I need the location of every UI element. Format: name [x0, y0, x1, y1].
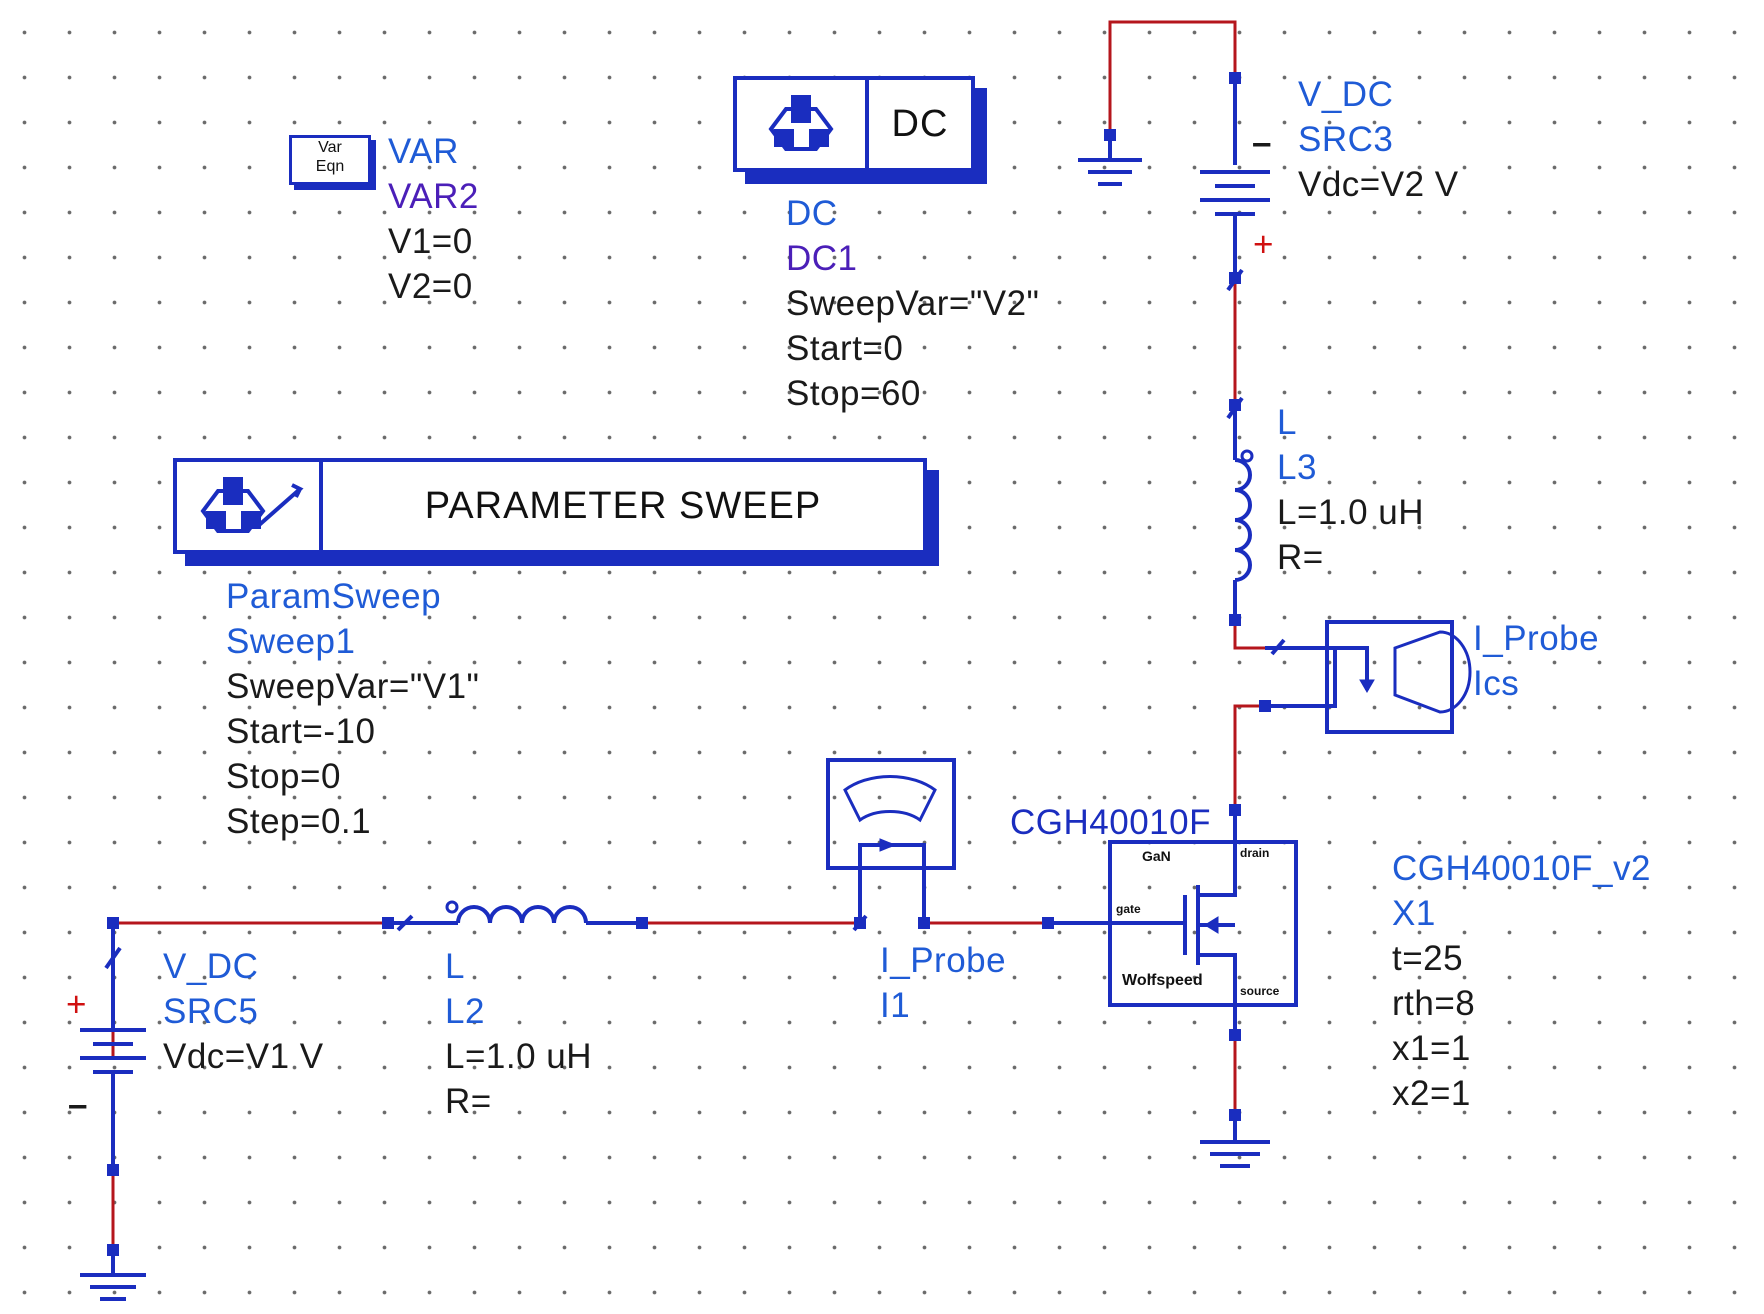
l2-param: R= [445, 1082, 492, 1121]
pins [107, 72, 1271, 1256]
ground-symbol-right [1200, 1115, 1270, 1168]
dc-param: SweepVar="V2" [786, 284, 1040, 323]
src5-minus-sign: – [68, 1085, 88, 1124]
l2-type-label: L [445, 947, 465, 986]
transistor-source-label: source [1240, 984, 1280, 998]
src3-minus-sign: – [1252, 123, 1272, 162]
src5-type-label: V_DC [163, 947, 259, 986]
transistor-param: rth=8 [1392, 984, 1476, 1023]
dc-simulation-icon [737, 80, 869, 168]
var-icon-label: Var [318, 139, 342, 156]
ground-symbol-top [1078, 135, 1142, 186]
i1-name-label: I1 [880, 986, 911, 1025]
l3-type-label: L [1277, 403, 1297, 442]
sweep-type-label: ParamSweep [226, 577, 442, 616]
transistor-gan-label: GaN [1142, 848, 1171, 864]
i1-type-label: I_Probe [880, 941, 1007, 980]
parameter-sweep-block[interactable]: PARAMETER SWEEP [173, 458, 927, 554]
l3-name-label: L3 [1277, 448, 1317, 487]
sweep-name-label: Sweep1 [226, 622, 356, 661]
sweep-param: Stop=0 [226, 757, 341, 796]
dc-name-label: DC1 [786, 239, 858, 278]
var-param: V1=0 [388, 222, 473, 261]
ground-symbol-left [80, 1250, 146, 1301]
var-type-label: VAR [388, 132, 459, 171]
src3-plus-sign: + [1253, 225, 1274, 264]
sweep-param: Start=-10 [226, 712, 376, 751]
src5-plus-sign: + [66, 985, 87, 1024]
l3-inductor-symbol [1226, 396, 1254, 620]
var-eqn-icon[interactable]: Var Eqn [289, 135, 371, 185]
wire-l3-to-ics [1233, 620, 1265, 650]
src3-name-label: SRC3 [1298, 120, 1394, 159]
ics-name-label: Ics [1473, 664, 1520, 703]
transistor-param: x1=1 [1392, 1029, 1471, 1068]
transistor-symbol [1048, 810, 1298, 1035]
var-name-label: VAR2 [388, 177, 479, 216]
transistor-param: x2=1 [1392, 1074, 1471, 1113]
sweep-param: SweepVar="V1" [226, 667, 480, 706]
ics-type-label: I_Probe [1473, 619, 1600, 658]
src3-type-label: V_DC [1298, 75, 1394, 114]
var-param: V2=0 [388, 267, 473, 306]
l3-param: L=1.0 uH [1277, 493, 1425, 532]
transistor-gate-label: gate [1116, 902, 1141, 916]
dc-type-label: DC [786, 194, 838, 233]
dc-block-title: DC [891, 102, 949, 145]
eqn-icon-label: Eqn [315, 158, 345, 175]
transistor-param: t=25 [1392, 939, 1464, 978]
wire-ics-to-drain [1233, 704, 1265, 810]
src3-param: Vdc=V2 V [1298, 165, 1459, 204]
transistor-type-label: CGH40010F_v2 [1392, 849, 1651, 888]
src5-param: Vdc=V1 V [163, 1037, 324, 1076]
sweep-block-title: PARAMETER SWEEP [424, 484, 822, 527]
src5-battery-symbol [80, 923, 146, 1170]
src5-name-label: SRC5 [163, 992, 259, 1031]
dc-param: Start=0 [786, 329, 904, 368]
l3-param: R= [1277, 538, 1324, 577]
l2-param: L=1.0 uH [445, 1037, 593, 1076]
wire-ground-to-src3 [1108, 20, 1237, 135]
transistor-model-label: CGH40010F [1010, 803, 1211, 842]
transistor-name-label: X1 [1392, 894, 1436, 933]
i1-probe-symbol [826, 758, 956, 932]
parameter-sweep-icon [177, 462, 323, 550]
src3-battery-symbol [1200, 78, 1270, 292]
transistor-brand-logo: Wolfspeed [1122, 972, 1203, 989]
l2-name-label: L2 [445, 992, 485, 1031]
transistor-drain-label: drain [1240, 846, 1270, 860]
dc-simulation-block[interactable]: DC [733, 76, 975, 172]
l2-inductor-symbol [388, 900, 642, 932]
dc-param: Stop=60 [786, 374, 921, 413]
ics-probe-symbol [1265, 620, 1472, 734]
sweep-param: Step=0.1 [226, 802, 372, 841]
